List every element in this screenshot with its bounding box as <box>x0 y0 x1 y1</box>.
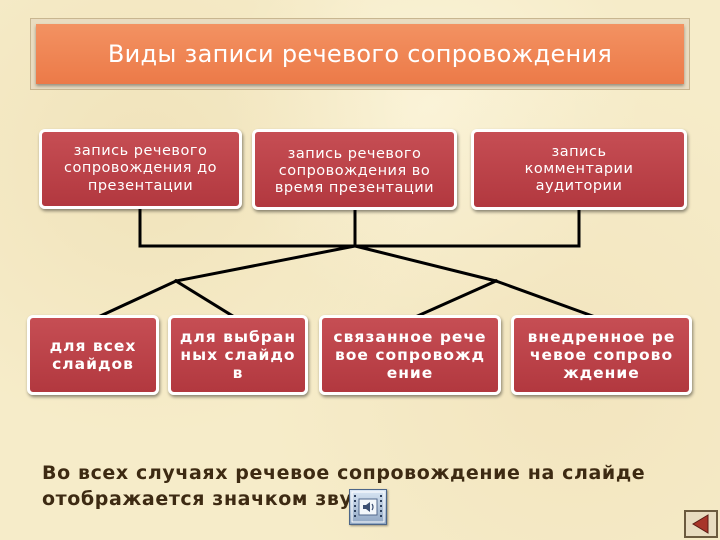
connector-branch-left <box>174 244 357 283</box>
box-label: запись речевого сопровождения до презент… <box>64 143 217 194</box>
footer-note: Во всех случаях речевое сопровождение на… <box>42 462 646 511</box>
connector-left-to-box2 <box>173 278 239 321</box>
box-label: запись комментарии аудитории <box>524 143 634 195</box>
connector-left-to-box1 <box>94 279 178 320</box>
bottom-box-selected-slides: для выбранных слайдов <box>168 315 308 395</box>
back-arrow-icon <box>692 514 709 534</box>
bottom-box-linked-narration: связанное речевое сопровождение <box>319 315 501 395</box>
box-label: связанное речевое сопровождение <box>333 327 487 383</box>
connector-right-to-box3 <box>411 279 498 320</box>
connector-branch-right <box>353 244 498 283</box>
speaker-icon <box>349 489 387 525</box>
box-label: запись речевого сопровождения во время п… <box>274 145 435 197</box>
top-box-during-presentation: запись речевого сопровождения во время п… <box>252 129 457 210</box>
top-box-audience-comments: запись комментарии аудитории <box>471 129 687 210</box>
back-button[interactable] <box>684 510 718 538</box>
top-box-before-presentation: запись речевого сопровождения до презент… <box>39 129 242 209</box>
connector-right-to-box4 <box>494 279 600 320</box>
box-label: для выбранных слайдов <box>179 327 297 383</box>
bottom-box-all-slides: для всех слайдов <box>27 315 159 395</box>
box-label: для всех слайдов <box>49 336 137 373</box>
bottom-box-embedded-narration: внедренное речевое сопровождение <box>511 315 692 395</box>
box-label: внедренное речевое сопровождение <box>527 327 676 383</box>
slide-title: Виды записи речевого сопровождения <box>36 24 684 84</box>
